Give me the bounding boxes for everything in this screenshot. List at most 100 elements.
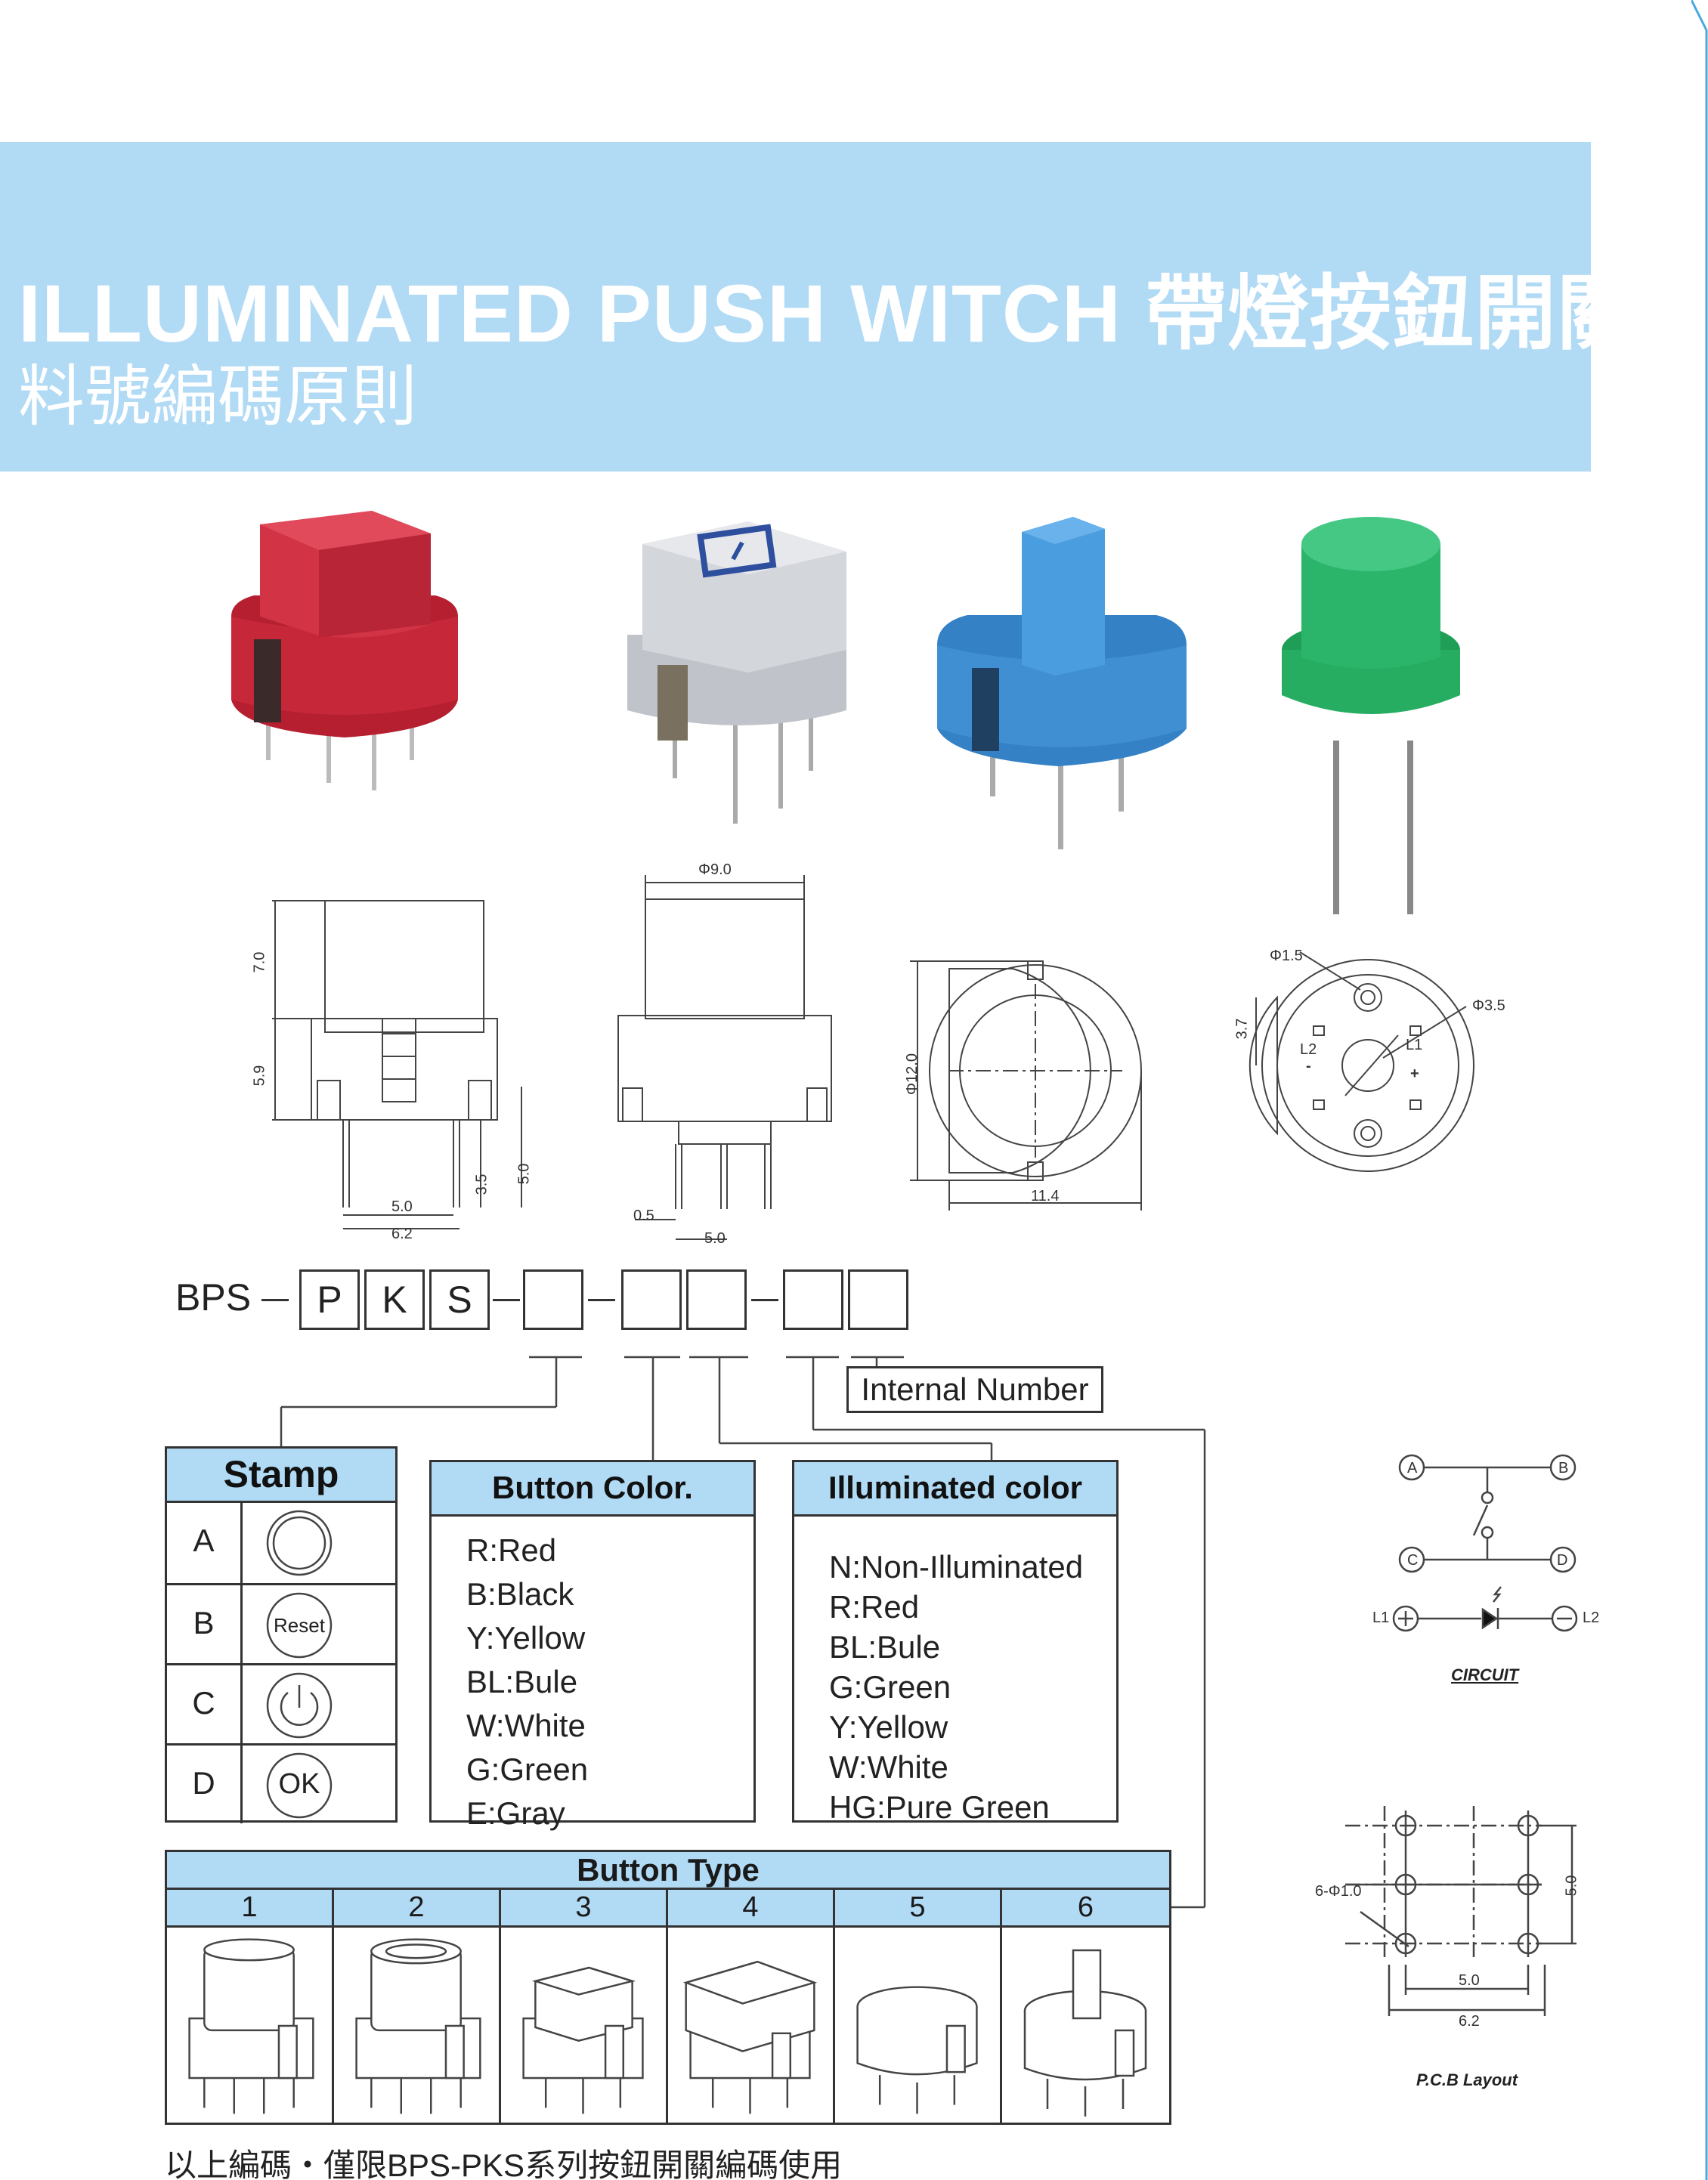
- list-item[interactable]: BL:Bule: [829, 1629, 941, 1665]
- dim-label: 7.0: [251, 951, 268, 973]
- dim-label: 5.9: [251, 1065, 268, 1087]
- button-type-header: Button Type: [167, 1852, 1169, 1890]
- pcb-hole-label: 6-Φ1.0: [1315, 1883, 1362, 1900]
- footnote: 以上編碼・僅限BPS-PKS系列按鈕開關編碼使用: [165, 2148, 843, 2180]
- button-type-number[interactable]: 6: [1077, 1891, 1094, 1923]
- pn-dash: [493, 1299, 520, 1301]
- button-color-table: Button Color. R:Red B:Black Y:Yellow BL:…: [429, 1460, 756, 1831]
- circuit-node-a: A: [1407, 1460, 1418, 1477]
- dim-label: 11.4: [1031, 1188, 1060, 1204]
- stamp-row-c[interactable]: C: [167, 1663, 395, 1743]
- connector-lines: [280, 1356, 1206, 1909]
- stamp-letter: B: [167, 1585, 243, 1663]
- side-view-drawing: [272, 900, 522, 1229]
- pole-label: L2: [1300, 1041, 1317, 1058]
- button-type-2-drawing[interactable]: [334, 1928, 501, 2123]
- page-edge-line: [1691, 0, 1708, 2180]
- top-view-drawing: [910, 960, 1142, 1211]
- pn-slot-illuminated-color[interactable]: [686, 1269, 747, 1330]
- stamp-table-header: Stamp: [167, 1449, 395, 1503]
- pole-label: L1: [1406, 1037, 1423, 1053]
- green-button-photo: [1282, 517, 1460, 914]
- dim-label: 6.2: [1459, 2013, 1480, 2030]
- circuit-pole-l1: L1: [1372, 1609, 1390, 1626]
- blue-button-photo: [937, 517, 1187, 849]
- illuminated-color-header: Illuminated color: [794, 1462, 1116, 1517]
- button-type-6-drawing[interactable]: [1002, 1928, 1169, 2123]
- list-item[interactable]: R:Red: [829, 1589, 920, 1625]
- pcb-layout-drawing: [1345, 1806, 1576, 2016]
- dim-label: 5.0: [704, 1230, 726, 1247]
- dim-label: Φ1.5: [1270, 948, 1303, 964]
- button-type-number[interactable]: 2: [334, 1890, 501, 1925]
- list-item[interactable]: N:Non-Illuminated: [829, 1549, 1084, 1585]
- list-item[interactable]: Y:Yellow: [466, 1620, 586, 1656]
- button-type-5-drawing[interactable]: [835, 1928, 1002, 2123]
- illuminated-color-table: Illuminated color N:Non-Illuminated R:Re…: [792, 1460, 1119, 1825]
- blank-circle-icon: [266, 1510, 333, 1576]
- dim-label: Φ3.5: [1472, 997, 1505, 1014]
- button-type-number[interactable]: 1: [167, 1890, 334, 1925]
- dim-label: 5.0: [1563, 1875, 1580, 1897]
- list-item[interactable]: G:Green: [466, 1752, 589, 1787]
- front-view-drawing: [617, 875, 832, 1240]
- bottom-view-drawing: [1249, 951, 1474, 1172]
- reset-icon: [266, 1592, 333, 1659]
- list-item[interactable]: W:White: [829, 1749, 948, 1785]
- button-type-number[interactable]: 3: [501, 1890, 668, 1925]
- dim-label: 0.5: [633, 1208, 654, 1224]
- circuit-node-b: B: [1558, 1460, 1569, 1477]
- list-item[interactable]: E:Gray: [466, 1795, 565, 1831]
- button-type-1-drawing[interactable]: [167, 1928, 334, 2123]
- illuminated-color-list: N:Non-Illuminated R:Red BL:Bule G:Green …: [829, 1547, 1083, 1827]
- circuit-caption: CIRCUIT: [1451, 1665, 1519, 1684]
- page-subtitle: 料號編碼原則: [18, 359, 418, 434]
- stamp-row-b[interactable]: B Reset: [167, 1583, 395, 1663]
- stamp-table: Stamp A B Reset C D OK: [165, 1446, 398, 1823]
- pn-dash: [261, 1299, 289, 1301]
- button-type-number[interactable]: 4: [668, 1890, 835, 1925]
- button-color-list: R:Red B:Black Y:Yellow BL:Bule W:White G…: [466, 1529, 588, 1835]
- pn-slot-stamp[interactable]: [523, 1269, 583, 1330]
- pn-dash: [588, 1299, 615, 1301]
- circuit-node-c: C: [1407, 1552, 1419, 1569]
- stamp-row-d[interactable]: D OK: [167, 1743, 395, 1823]
- circuit-pole-l2: L2: [1583, 1609, 1600, 1626]
- circuit-diagram: [1392, 1454, 1578, 1632]
- stamp-letter: C: [167, 1665, 243, 1743]
- power-icon: [266, 1672, 333, 1739]
- pn-slot-button-type[interactable]: [783, 1269, 843, 1330]
- pn-slot-button-color[interactable]: [621, 1269, 682, 1330]
- pn-fixed-p: P: [299, 1269, 360, 1330]
- reset-icon-text: Reset: [274, 1614, 325, 1637]
- dim-label: 5.0: [391, 1198, 413, 1215]
- list-item[interactable]: Y:Yellow: [829, 1709, 948, 1745]
- pole-label: -: [1306, 1058, 1311, 1075]
- pn-dash: [751, 1299, 778, 1301]
- list-item[interactable]: HG:Pure Green: [829, 1789, 1050, 1825]
- pn-slot-internal-number[interactable]: [848, 1269, 908, 1330]
- button-type-table: Button Type 1 2 3 4 5 6: [165, 1850, 1171, 2125]
- circuit-node-d: D: [1557, 1552, 1568, 1569]
- ok-icon-text: OK: [278, 1768, 320, 1800]
- ok-icon: [266, 1752, 333, 1819]
- stamp-letter: A: [167, 1503, 243, 1583]
- list-item[interactable]: G:Green: [829, 1669, 951, 1705]
- dim-label: 6.2: [391, 1226, 413, 1242]
- pn-fixed-s: S: [429, 1269, 490, 1330]
- dim-label: 5.0: [515, 1163, 533, 1185]
- red-button-photo: [231, 511, 458, 790]
- list-item[interactable]: B:Black: [466, 1576, 574, 1612]
- pcb-caption: P.C.B Layout: [1416, 2070, 1518, 2089]
- stamp-row-a[interactable]: A: [167, 1503, 395, 1583]
- button-type-3-drawing[interactable]: [501, 1928, 668, 2123]
- dim-label: 3.5: [473, 1173, 490, 1195]
- list-item[interactable]: W:White: [466, 1708, 586, 1743]
- button-type-4-drawing[interactable]: [668, 1928, 835, 2123]
- list-item[interactable]: R:Red: [466, 1532, 557, 1568]
- list-item[interactable]: BL:Bule: [466, 1664, 578, 1699]
- page-title: ILLUMINATED PUSH WITCH 帶燈按鈕開關: [18, 267, 1639, 359]
- stamp-letter: D: [167, 1746, 243, 1823]
- pn-fixed-k: K: [364, 1269, 425, 1330]
- button-type-number[interactable]: 5: [835, 1890, 1002, 1925]
